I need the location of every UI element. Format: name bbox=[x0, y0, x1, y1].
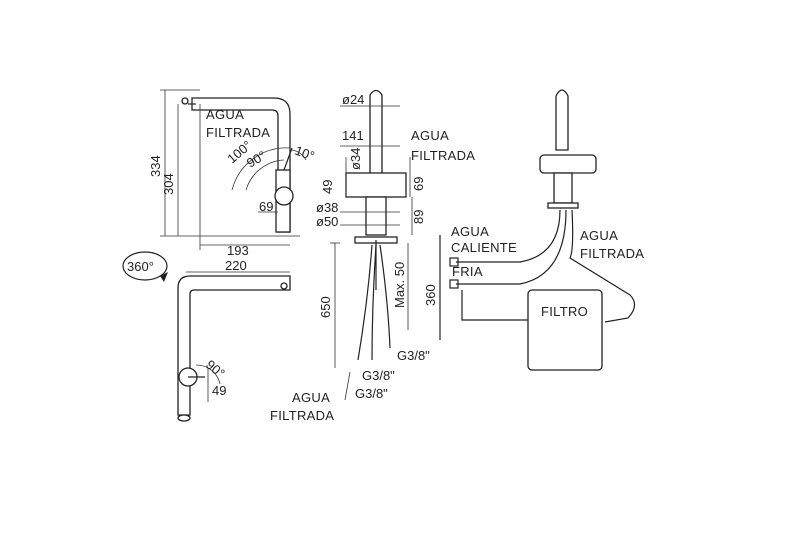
dim-89: 89 bbox=[411, 210, 426, 224]
dim-49-front: 49 bbox=[320, 180, 335, 194]
label-fria: FRIA bbox=[452, 264, 483, 279]
label-agua-bottom: AGUA bbox=[292, 390, 330, 405]
label-agua-install: AGUA bbox=[580, 228, 618, 243]
hose-hot bbox=[456, 209, 561, 263]
dim-max-50: Max. 50 bbox=[392, 262, 407, 308]
hose-1 bbox=[357, 244, 373, 361]
label-agua-front: AGUA bbox=[411, 128, 449, 143]
top-view: 360° 90° 49 bbox=[122, 251, 291, 422]
filter-cartridge bbox=[527, 289, 603, 371]
spout-nozzle bbox=[181, 97, 189, 105]
label-caliente: CALIENTE bbox=[451, 240, 517, 255]
dim-69-side: 69 bbox=[259, 199, 273, 214]
rotation-label: 360° bbox=[127, 259, 154, 274]
dim-334: 334 bbox=[148, 155, 163, 177]
spout-top bbox=[177, 275, 291, 416]
thread-g38-b: G3/8" bbox=[362, 368, 395, 383]
side-view: 334 304 193 220 69 100° 90° 10° AGUA FIL… bbox=[148, 89, 317, 273]
dia-34: ø34 bbox=[348, 148, 363, 170]
label-filtrada-front: FILTRADA bbox=[411, 148, 475, 163]
hose-filtered bbox=[569, 209, 636, 323]
front-view: ø24 141 ø34 49 69 ø38 ø50 89 650 Max. 50… bbox=[270, 89, 475, 423]
dim-141: 141 bbox=[342, 128, 364, 143]
dim-69-front: 69 bbox=[411, 177, 426, 191]
dia-50: ø50 bbox=[316, 214, 338, 229]
label-filtro: FILTRO bbox=[541, 304, 588, 319]
thread-g38-a: G3/8" bbox=[397, 348, 430, 363]
spout-front bbox=[369, 89, 383, 176]
hose-filter-in bbox=[461, 290, 530, 321]
dim-360: 360 bbox=[423, 284, 438, 306]
dim-650: 650 bbox=[318, 296, 333, 318]
label-agua-hot: AGUA bbox=[451, 224, 489, 239]
dia-24: ø24 bbox=[342, 92, 364, 107]
angle-arc-10 bbox=[291, 149, 307, 161]
handles-install bbox=[539, 154, 597, 174]
installation-view: FILTRO AGUA CALIENTE FRIA AGUA FILTRADA bbox=[439, 89, 644, 371]
hose-cold bbox=[456, 209, 567, 285]
body-front bbox=[365, 196, 387, 236]
dim-220: 220 bbox=[225, 258, 247, 273]
label-filtrada-bottom: FILTRADA bbox=[270, 408, 334, 423]
dia-38: ø38 bbox=[316, 200, 338, 215]
label-agua-side: AGUA bbox=[206, 107, 244, 122]
angle-90-top: 90° bbox=[203, 357, 228, 381]
spout-install bbox=[555, 89, 569, 151]
handles-front bbox=[345, 172, 407, 198]
angle-arc-100 bbox=[231, 147, 291, 191]
label-filtrada-side: FILTRADA bbox=[206, 125, 270, 140]
body-install bbox=[553, 172, 573, 204]
lever-hub bbox=[274, 186, 294, 206]
rotation-arrowhead-icon bbox=[160, 272, 168, 282]
label-filtrada-install: FILTRADA bbox=[580, 246, 644, 261]
hose-2 bbox=[371, 244, 377, 361]
dim-49-top: 49 bbox=[212, 383, 226, 398]
rotation-arrow-icon bbox=[122, 251, 168, 281]
angle-arc-90 bbox=[245, 159, 285, 191]
hose-3 bbox=[379, 244, 391, 349]
dim-193: 193 bbox=[227, 243, 249, 258]
thread-g38-c: G3/8" bbox=[355, 386, 388, 401]
dim-304: 304 bbox=[161, 173, 176, 195]
angle-10: 10° bbox=[293, 143, 317, 164]
angle-arc-90-top bbox=[195, 364, 221, 385]
